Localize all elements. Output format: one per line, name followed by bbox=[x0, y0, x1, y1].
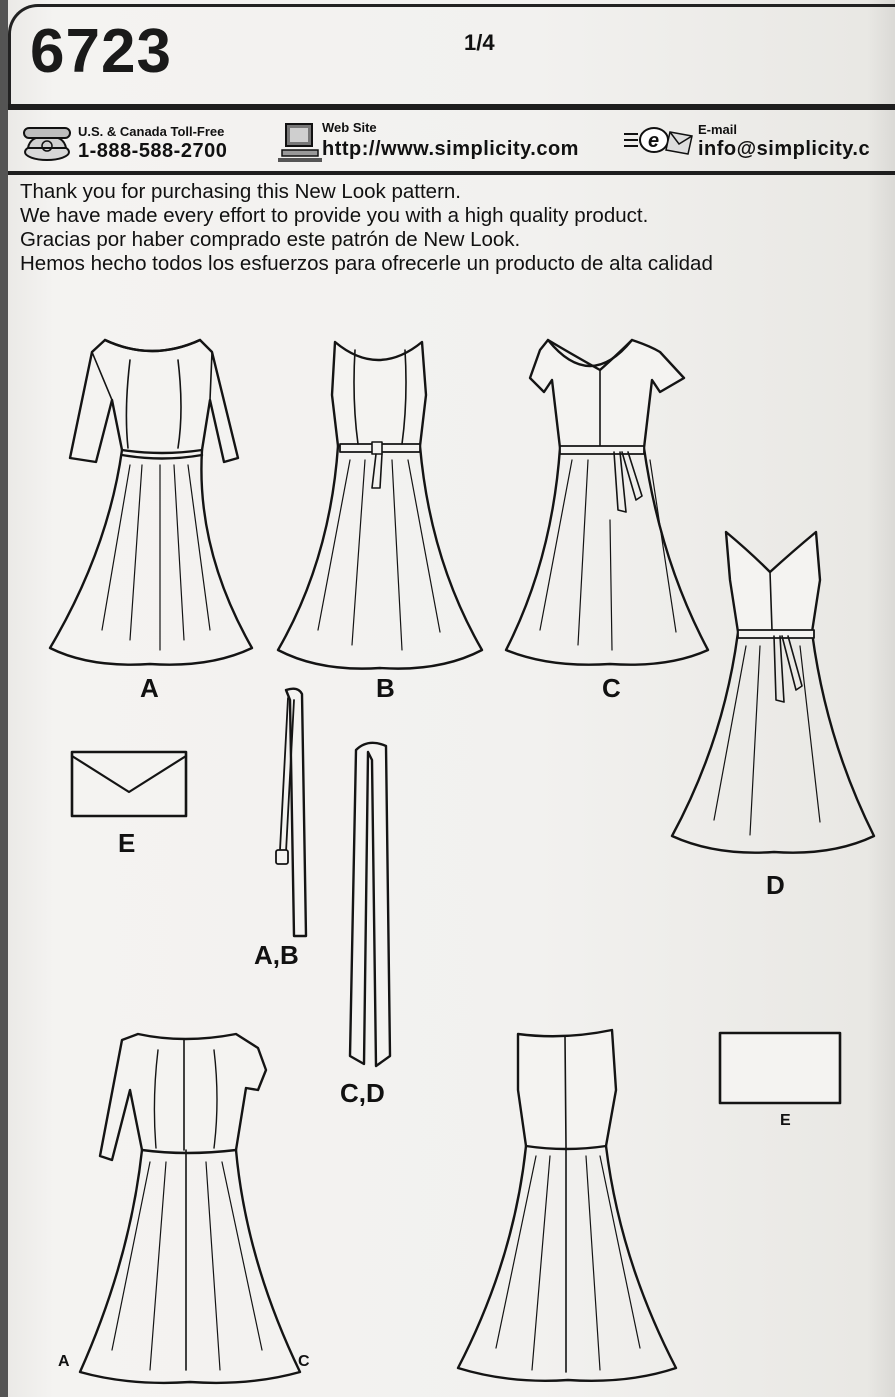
contact-web: Web Site http://www.simplicity.com bbox=[278, 118, 608, 166]
label-view-b: B bbox=[376, 673, 395, 703]
contact-rule bbox=[8, 171, 895, 175]
label-back-view-a: A bbox=[58, 1353, 70, 1370]
label-view-c: C bbox=[602, 673, 621, 703]
label-view-e: E bbox=[118, 828, 135, 858]
envelope-icon: e bbox=[624, 122, 694, 163]
computer-icon bbox=[278, 122, 322, 169]
dress-view-d-front bbox=[670, 530, 876, 854]
contact-phone: U.S. & Canada Toll-Free 1-888-588-2700 bbox=[20, 118, 260, 166]
pattern-number: 6723 bbox=[30, 17, 172, 86]
dress-back-view-right bbox=[456, 1028, 678, 1382]
page-indicator: 1/4 bbox=[464, 30, 495, 55]
web-label: Web Site bbox=[322, 120, 377, 135]
intro-line: Hemos hecho todos los esfuerzos para ofr… bbox=[20, 252, 713, 275]
label-sash-c-d: C,D bbox=[340, 1078, 385, 1108]
phone-number: 1-888-588-2700 bbox=[78, 140, 228, 162]
email-label: E-mail bbox=[698, 122, 738, 137]
page-left-edge bbox=[0, 0, 8, 1397]
dress-view-c-front bbox=[504, 338, 710, 666]
telephone-icon bbox=[20, 122, 74, 167]
label-back-view-c: C bbox=[298, 1353, 310, 1370]
svg-text:e: e bbox=[648, 130, 659, 152]
dress-view-b-front bbox=[276, 340, 484, 670]
label-view-d: D bbox=[766, 870, 785, 900]
dress-view-a-front bbox=[48, 338, 254, 666]
clutch-view-e-front bbox=[70, 750, 188, 818]
dress-back-view-left bbox=[78, 1032, 302, 1385]
contact-email: e E-mail info@simplicity.c bbox=[624, 118, 895, 166]
label-clutch-e-back: E bbox=[780, 1112, 791, 1129]
intro-line: We have made every effort to provide you… bbox=[20, 204, 649, 227]
clutch-view-e-back bbox=[718, 1031, 842, 1105]
page-right-shadow bbox=[867, 0, 895, 1397]
sash-views-c-d bbox=[348, 741, 392, 1068]
phone-label: U.S. & Canada Toll-Free bbox=[78, 124, 225, 139]
header-rule bbox=[8, 104, 895, 110]
intro-line: Gracias por haber comprado este patrón d… bbox=[20, 228, 521, 251]
intro-text: Thank you for purchasing this New Look p… bbox=[20, 180, 713, 276]
label-view-a: A bbox=[140, 673, 159, 703]
label-belt-a-b: A,B bbox=[254, 940, 299, 970]
belt-views-a-b bbox=[275, 687, 308, 938]
header-box bbox=[8, 4, 895, 107]
intro-line: Thank you for purchasing this New Look p… bbox=[20, 180, 461, 203]
email-address[interactable]: info@simplicity.c bbox=[698, 138, 871, 160]
web-url[interactable]: http://www.simplicity.com bbox=[322, 138, 579, 160]
